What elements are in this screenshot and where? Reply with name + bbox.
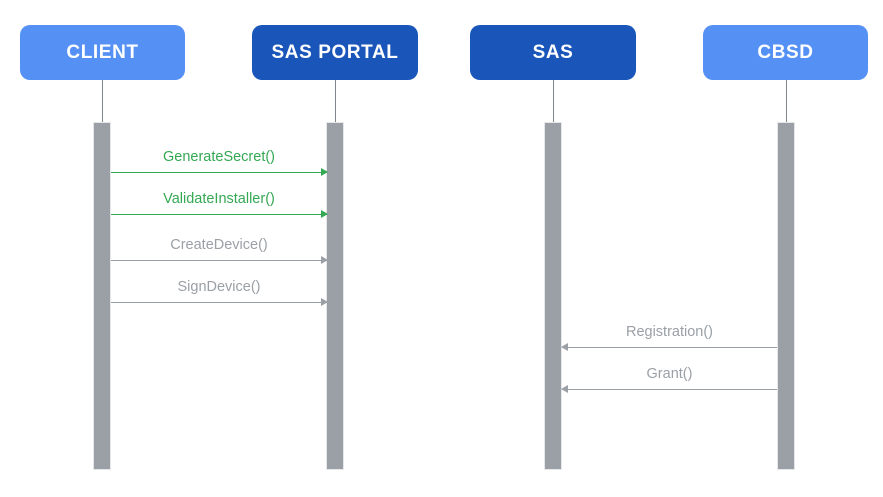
- participant-box-cbsd[interactable]: CBSD: [703, 25, 868, 80]
- message-label-sign-device: SignDevice(): [177, 279, 261, 296]
- message-label-create-device: CreateDevice(): [170, 237, 268, 254]
- message-line-grant: [562, 389, 777, 390]
- arrowhead-icon-validate-installer: [321, 210, 328, 218]
- activation-bar-cbsd: [777, 122, 795, 470]
- message-label-registration: Registration(): [625, 324, 714, 341]
- participant-box-sas[interactable]: SAS: [470, 25, 636, 80]
- message-line-create-device: [111, 260, 327, 261]
- message-line-registration: [562, 347, 777, 348]
- activation-bar-sas: [544, 122, 562, 470]
- activation-bar-client: [93, 122, 111, 470]
- message-line-validate-installer: [111, 214, 327, 215]
- arrowhead-icon-registration: [561, 343, 568, 351]
- arrowhead-icon-generate-secret: [321, 168, 328, 176]
- lifeline-stem-sas-portal: [335, 80, 336, 122]
- message-label-generate-secret: GenerateSecret(): [162, 149, 276, 166]
- participant-box-client[interactable]: CLIENT: [20, 25, 185, 80]
- message-label-grant: Grant(): [646, 366, 693, 383]
- lifeline-stem-sas: [553, 80, 554, 122]
- participant-label-sas-portal: SAS PORTAL: [271, 42, 399, 63]
- activation-bar-sas-portal: [326, 122, 344, 470]
- arrowhead-icon-sign-device: [321, 298, 328, 306]
- participant-label-cbsd: CBSD: [757, 42, 814, 63]
- lifeline-stem-cbsd: [786, 80, 787, 122]
- arrowhead-icon-grant: [561, 385, 568, 393]
- message-line-sign-device: [111, 302, 327, 303]
- lifeline-stem-client: [102, 80, 103, 122]
- message-label-validate-installer: ValidateInstaller(): [163, 191, 275, 208]
- participant-label-sas: SAS: [532, 42, 574, 63]
- message-line-generate-secret: [111, 172, 327, 173]
- participant-box-sas-portal[interactable]: SAS PORTAL: [252, 25, 418, 80]
- participant-label-client: CLIENT: [66, 42, 139, 63]
- arrowhead-icon-create-device: [321, 256, 328, 264]
